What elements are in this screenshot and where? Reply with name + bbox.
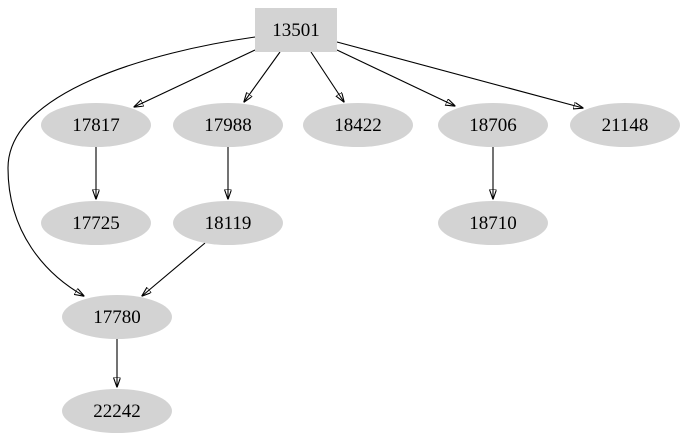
edge-13501-18706 (336, 49, 455, 106)
node-18422: 18422 (303, 103, 413, 147)
node-18710: 18710 (438, 201, 548, 245)
node-label: 17780 (93, 306, 141, 328)
node-label: 18710 (469, 212, 517, 234)
edge-18119-17780 (142, 242, 206, 296)
node-17988: 17988 (173, 103, 283, 147)
node-18119: 18119 (173, 201, 283, 245)
edge-13501-17988 (244, 51, 281, 102)
node-17725: 17725 (41, 201, 151, 245)
node-22242: 22242 (62, 389, 172, 433)
node-label: 17725 (72, 212, 120, 234)
node-13501: 13501 (255, 8, 337, 52)
node-label: 13501 (272, 19, 320, 41)
edge-13501-21148 (336, 41, 583, 108)
node-label: 22242 (93, 400, 141, 422)
edge-13501-17780 (7, 36, 256, 296)
edge-13501-18422 (310, 51, 344, 102)
node-21148: 21148 (570, 103, 680, 147)
node-17780: 17780 (62, 295, 172, 339)
node-17817: 17817 (41, 103, 151, 147)
node-label: 21148 (601, 114, 649, 136)
node-18706: 18706 (438, 103, 548, 147)
edge-13501-17817 (134, 49, 256, 107)
node-label: 17817 (72, 114, 120, 136)
node-label: 18706 (469, 114, 517, 136)
node-label: 18422 (334, 114, 382, 136)
node-label: 17988 (204, 114, 252, 136)
node-label: 18119 (204, 212, 252, 234)
